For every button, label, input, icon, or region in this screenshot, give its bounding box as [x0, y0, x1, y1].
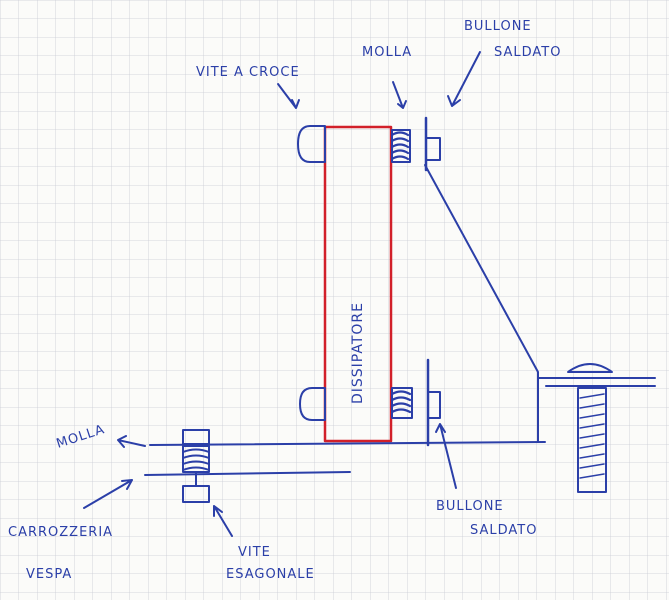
leader-molla-left [117, 435, 146, 448]
bottom-welded-bolt-head [427, 391, 441, 419]
label-carrozzeria-2: VESPA [26, 567, 72, 582]
bottom-spring [390, 390, 412, 414]
top-spring [390, 131, 410, 161]
heatsink [323, 125, 393, 443]
bottom-cross-screw [299, 387, 326, 421]
right-screw-head [567, 363, 613, 373]
left-spring [182, 448, 210, 471]
leader-vite-croce [277, 83, 300, 109]
leader-bullone-top [447, 51, 481, 107]
label-molla-top: MOLLA [362, 45, 412, 60]
label-vite-esag-2: ESAGONALE [226, 567, 315, 582]
vespa-body-bottom-line [144, 471, 351, 476]
top-spring-body [391, 129, 411, 163]
label-bullone-top-2: SALDATO [494, 45, 561, 60]
leader-vite-esagonale [213, 505, 233, 537]
label-bullone-top-1: BULLONE [464, 19, 532, 34]
bottom-spring-body [391, 387, 413, 419]
ink-lines [83, 51, 656, 537]
label-carrozzeria-1: CARROZZERIA [8, 525, 113, 540]
label-bullone-bot-2: SALDATO [470, 523, 537, 538]
label-vite-esag-1: VITE [238, 545, 271, 560]
right-screw-shank [577, 387, 607, 493]
top-cross-screw [297, 125, 326, 163]
leader-molla-top [392, 81, 407, 109]
label-dissipatore: DISSIPATORE [350, 302, 366, 404]
top-welded-bolt-head [425, 137, 441, 161]
hex-screw-head [182, 429, 210, 445]
label-bullone-bot-1: BULLONE [436, 499, 504, 514]
leader-carrozzeria [83, 479, 133, 509]
right-screw-thread [579, 393, 605, 479]
leader-bullone-bot [435, 423, 457, 489]
support-bracket [424, 164, 539, 443]
label-vite-croce: VITE A CROCE [196, 65, 300, 80]
vespa-body-top-line [149, 441, 546, 446]
